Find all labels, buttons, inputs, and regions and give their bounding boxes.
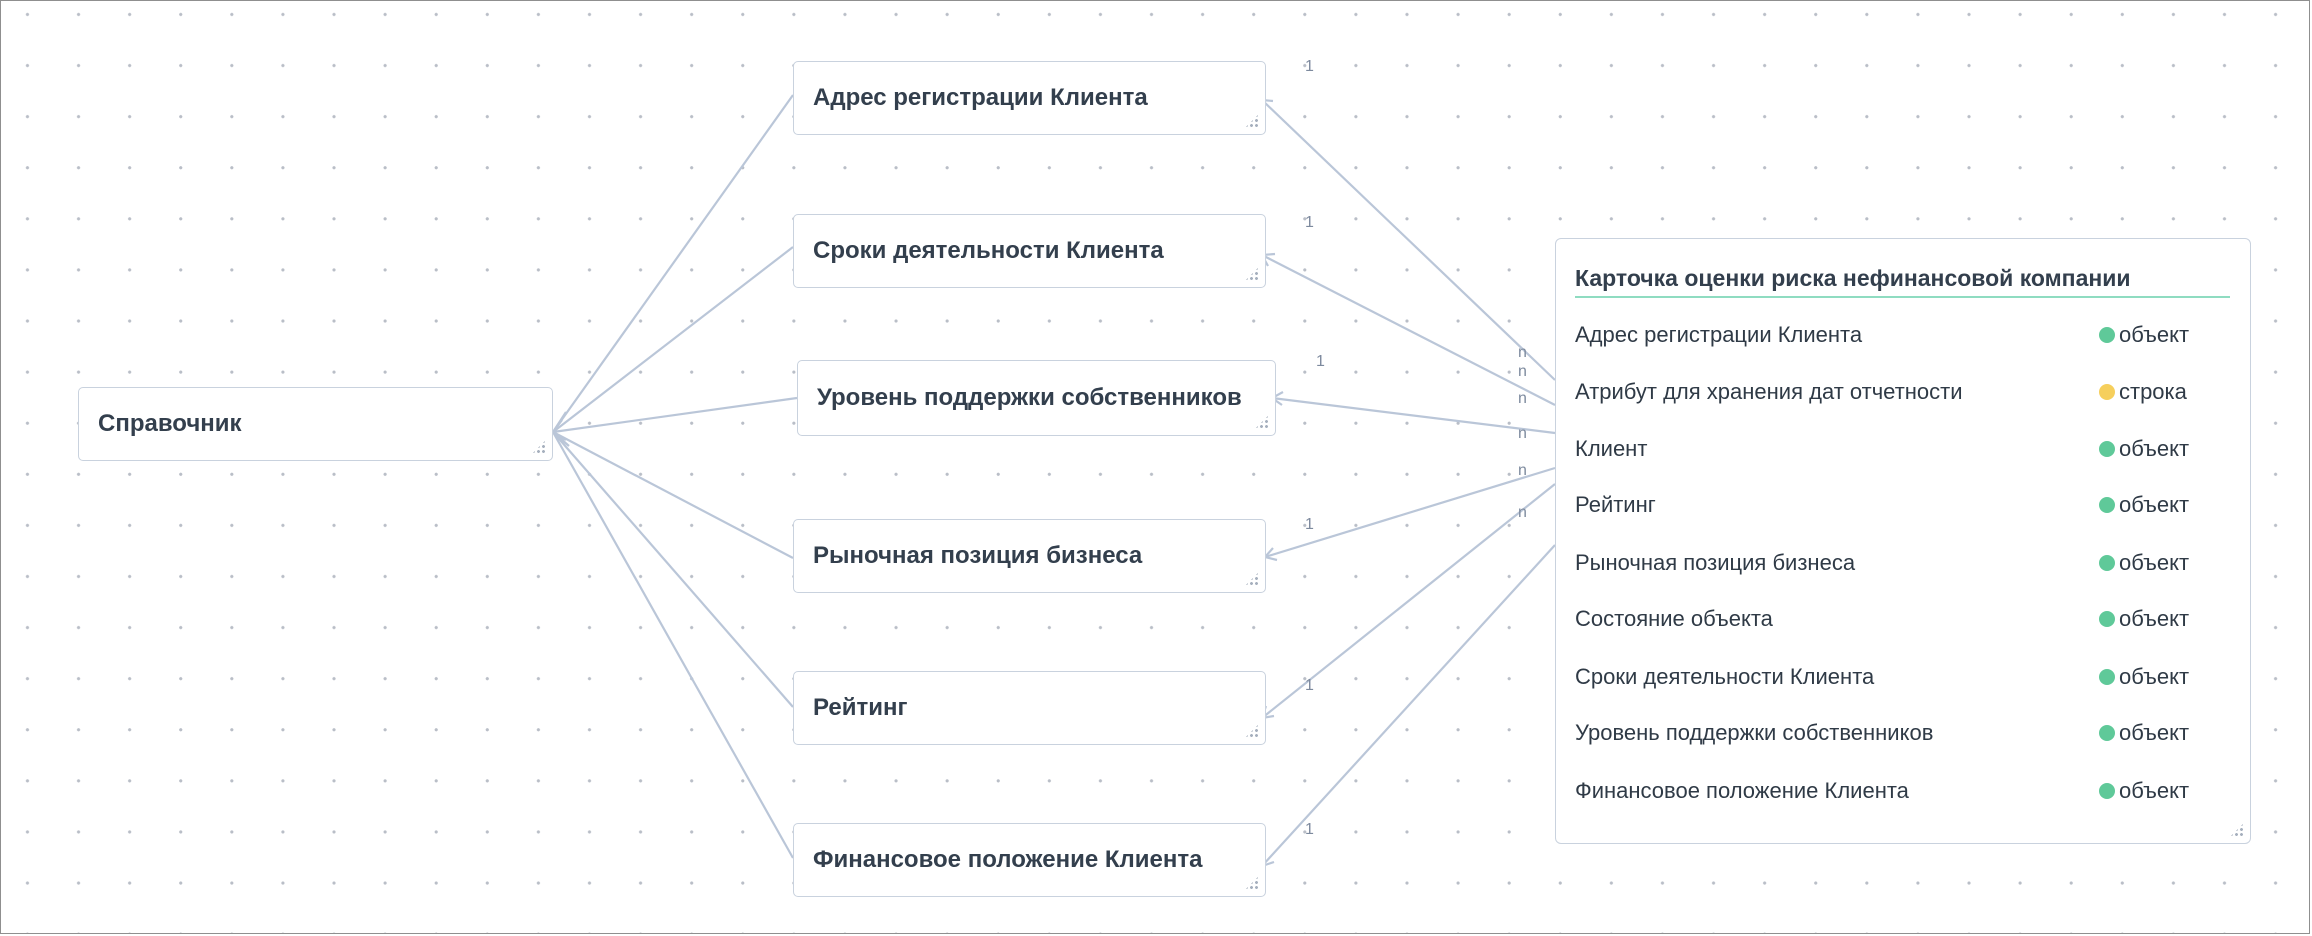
- node-title: Уровень поддержки собственников: [817, 384, 1242, 411]
- resize-handle-icon[interactable]: [1244, 113, 1260, 129]
- resize-handle-icon[interactable]: [1244, 723, 1260, 739]
- attribute-row[interactable]: Клиент объект: [1575, 436, 2200, 466]
- entity-title-underline: [1575, 296, 2230, 298]
- attribute-row[interactable]: Рыночная позиция бизнеса объект: [1575, 550, 2200, 580]
- attribute-type-label: объект: [2119, 720, 2190, 745]
- attribute-type-label: объект: [2119, 492, 2190, 517]
- attribute-type-label: объект: [2119, 664, 2190, 689]
- attribute-name: Адрес регистрации Клиента: [1575, 322, 1863, 347]
- object-type-dot-icon: [2099, 725, 2115, 741]
- attribute-row[interactable]: Сроки деятельности Клиента объект: [1575, 664, 2200, 694]
- attribute-name: Состояние объекта: [1575, 606, 1773, 631]
- attribute-type-label: объект: [2119, 778, 2190, 803]
- attribute-name: Клиент: [1575, 436, 1648, 461]
- resize-handle-icon[interactable]: [531, 439, 547, 455]
- attribute-type-label: строка: [2119, 379, 2187, 404]
- attribute-row[interactable]: Атрибут для хранения дат отчетности строк…: [1575, 379, 2200, 409]
- node-title: Справочник: [98, 410, 242, 437]
- node-finansovoe[interactable]: Финансовое положение Клиента: [793, 823, 1266, 897]
- attribute-type: объект: [2099, 664, 2189, 690]
- string-type-dot-icon: [2099, 384, 2115, 400]
- attribute-row[interactable]: Адрес регистрации Клиента объект: [1575, 322, 2200, 352]
- attribute-type-label: объект: [2119, 550, 2190, 575]
- node-title: Адрес регистрации Клиента: [813, 84, 1148, 111]
- attribute-type: объект: [2099, 436, 2189, 462]
- attribute-row[interactable]: Уровень поддержки собственников объект: [1575, 720, 2200, 750]
- attribute-row[interactable]: Финансовое положение Клиента объект: [1575, 778, 2200, 808]
- resize-handle-icon[interactable]: [2229, 822, 2245, 838]
- attribute-type-label: объект: [2119, 436, 2190, 461]
- attribute-type: объект: [2099, 492, 2189, 518]
- node-uroven[interactable]: Уровень поддержки собственников: [797, 360, 1276, 436]
- object-type-dot-icon: [2099, 611, 2115, 627]
- attribute-row[interactable]: Рейтинг объект: [1575, 492, 2200, 522]
- resize-handle-icon[interactable]: [1244, 266, 1260, 282]
- node-title: Рейтинг: [813, 694, 908, 721]
- attribute-type: строка: [2099, 379, 2187, 405]
- node-rynochnaya[interactable]: Рыночная позиция бизнеса: [793, 519, 1266, 593]
- node-reyting[interactable]: Рейтинг: [793, 671, 1266, 745]
- entity-card[interactable]: Карточка оценки риска нефинансовой компа…: [1555, 238, 2251, 844]
- attribute-type: объект: [2099, 606, 2189, 632]
- node-adres[interactable]: Адрес регистрации Клиента: [793, 61, 1266, 135]
- object-type-dot-icon: [2099, 497, 2115, 513]
- node-title: Сроки деятельности Клиента: [813, 237, 1164, 264]
- object-type-dot-icon: [2099, 327, 2115, 343]
- attribute-name: Сроки деятельности Клиента: [1575, 664, 1875, 689]
- node-title: Рыночная позиция бизнеса: [813, 542, 1143, 569]
- attribute-name: Уровень поддержки собственников: [1575, 720, 1934, 745]
- entity-title: Карточка оценки риска нефинансовой компа…: [1575, 265, 2131, 291]
- attribute-name: Рейтинг: [1575, 492, 1656, 517]
- attribute-type-label: объект: [2119, 606, 2190, 631]
- object-type-dot-icon: [2099, 441, 2115, 457]
- attribute-type-label: объект: [2119, 322, 2190, 347]
- resize-handle-icon[interactable]: [1254, 414, 1270, 430]
- node-spravochnik[interactable]: Справочник: [78, 387, 553, 461]
- object-type-dot-icon: [2099, 783, 2115, 799]
- node-title: Финансовое положение Клиента: [813, 846, 1203, 873]
- attribute-row[interactable]: Состояние объекта объект: [1575, 606, 2200, 636]
- attribute-name: Финансовое положение Клиента: [1575, 778, 1909, 803]
- attribute-type: объект: [2099, 322, 2189, 348]
- attribute-type: объект: [2099, 720, 2189, 746]
- resize-handle-icon[interactable]: [1244, 571, 1260, 587]
- resize-handle-icon[interactable]: [1244, 875, 1260, 891]
- attribute-type: объект: [2099, 550, 2189, 576]
- attribute-type: объект: [2099, 778, 2189, 804]
- attribute-name: Рыночная позиция бизнеса: [1575, 550, 1856, 575]
- attribute-name: Атрибут для хранения дат отчетности: [1575, 379, 1963, 404]
- object-type-dot-icon: [2099, 669, 2115, 685]
- object-type-dot-icon: [2099, 555, 2115, 571]
- node-sroki[interactable]: Сроки деятельности Клиента: [793, 214, 1266, 288]
